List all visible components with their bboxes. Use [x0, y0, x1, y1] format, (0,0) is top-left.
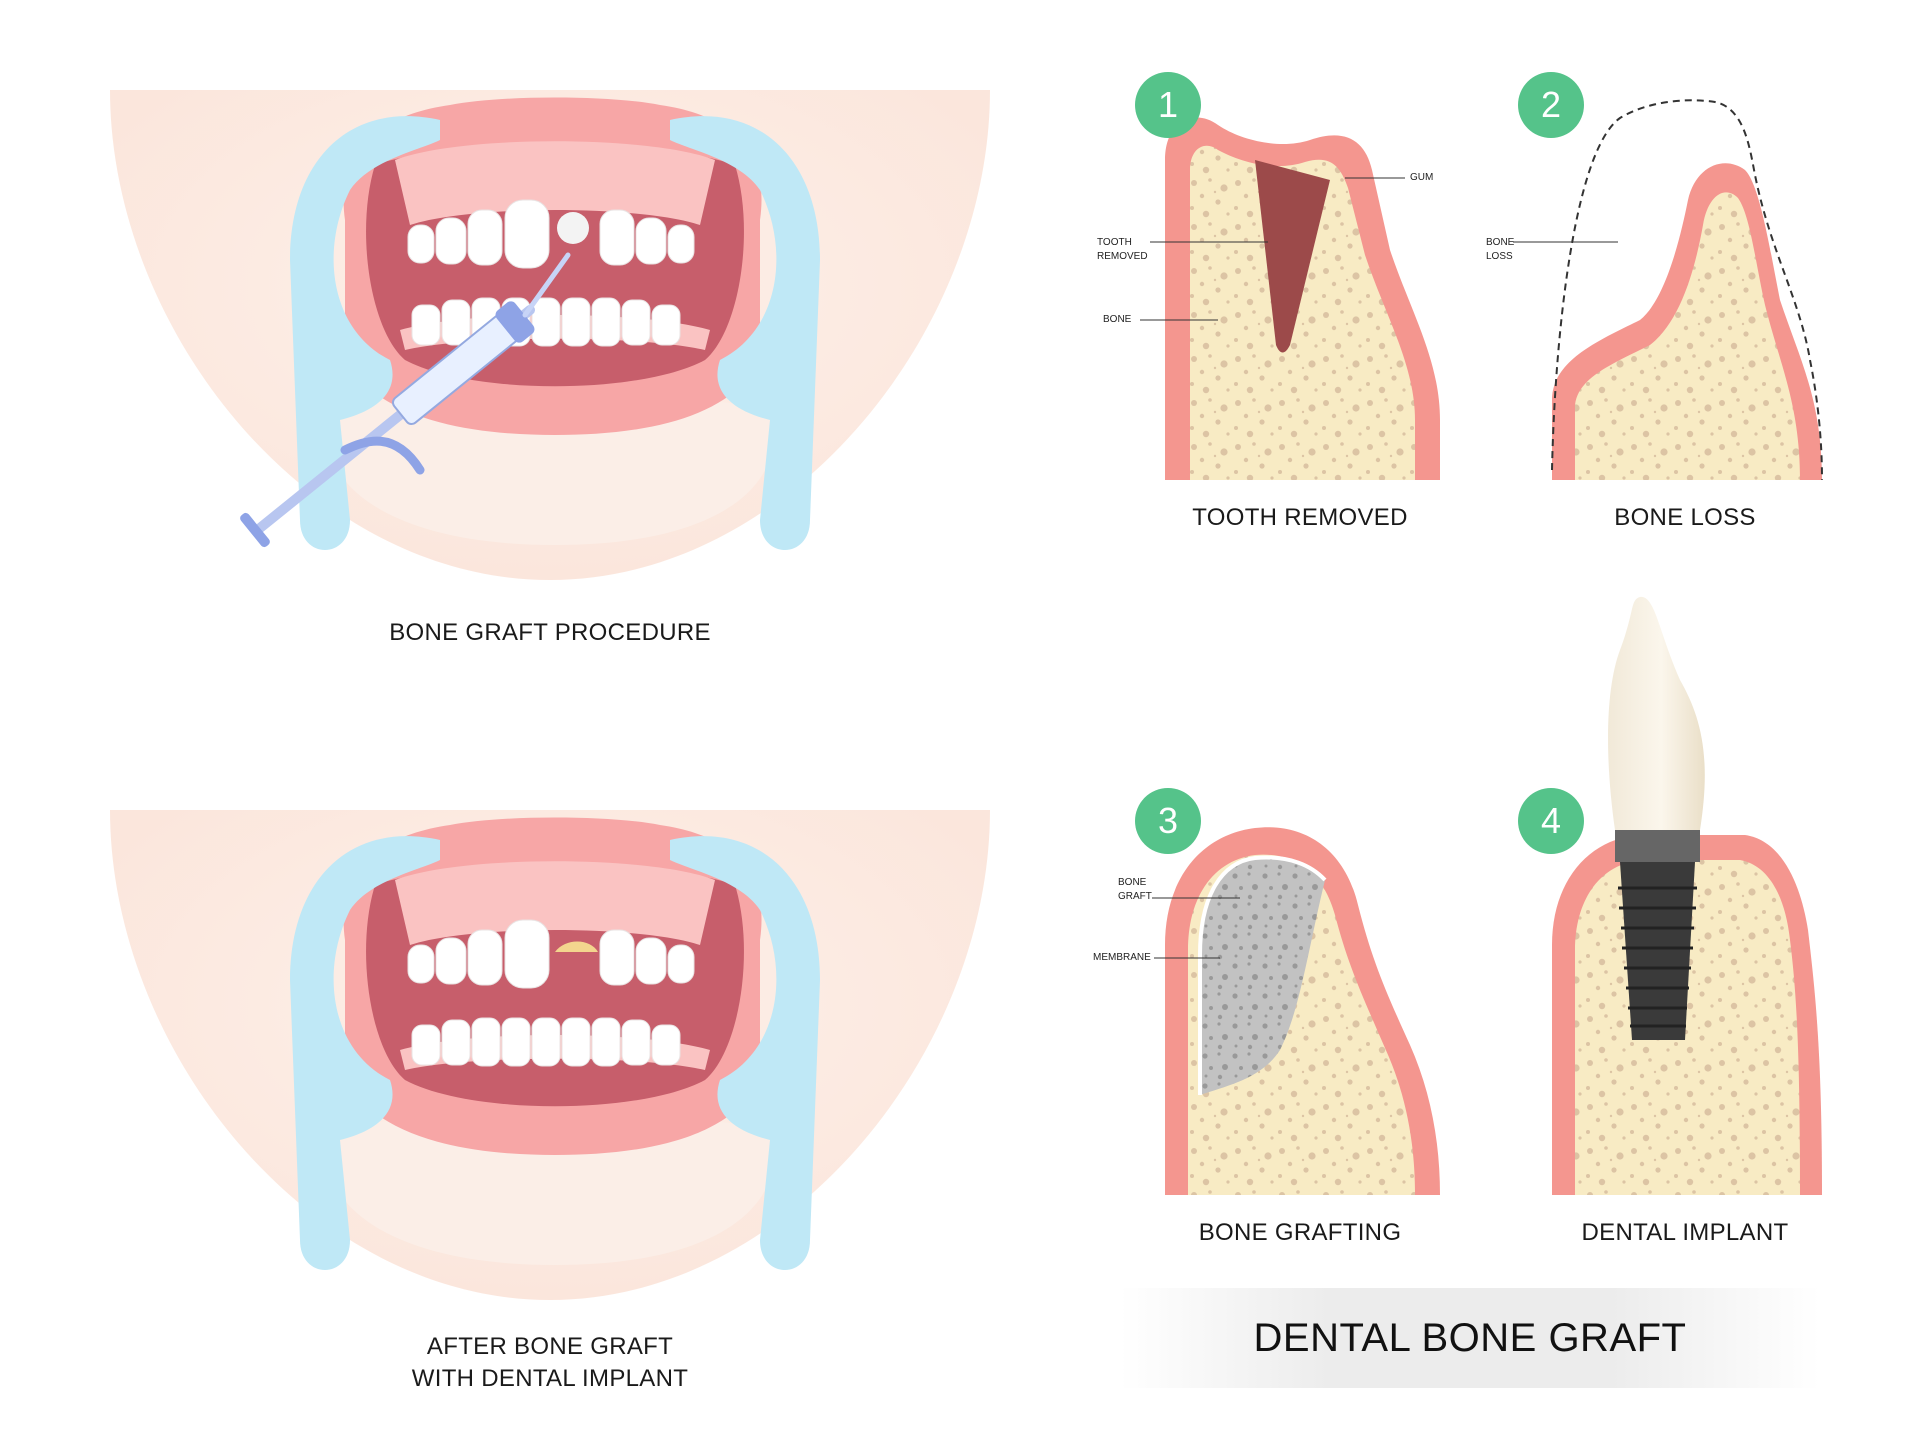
retractor-right	[670, 116, 820, 550]
graft-healed-site	[555, 941, 598, 952]
step2-badge: 2	[1518, 72, 1584, 138]
callout-lines-step3	[1152, 897, 1240, 959]
upper-teeth	[407, 919, 695, 989]
membrane	[1198, 855, 1327, 1095]
caption-bone-grafting: BONE GRAFTING	[1198, 1219, 1402, 1246]
label-bone-loss: BONE LOSS	[1486, 237, 1515, 262]
lower-teeth	[411, 1017, 681, 1067]
mouth-after-illustration	[110, 810, 990, 1300]
caption-after-bone-graft: AFTER BONE GRAFT WITH DENTAL IMPLANT	[411, 1333, 689, 1392]
step4-badge: 4	[1518, 788, 1584, 854]
empty-socket	[1255, 160, 1330, 353]
lower-lip	[326, 395, 775, 545]
title-background-band	[1120, 1288, 1820, 1388]
mouth-procedure-illustration	[110, 90, 990, 580]
retractor-left	[290, 836, 440, 1270]
callout-lines-step1	[1140, 177, 1405, 321]
bone-layer	[1190, 145, 1415, 481]
step3-badge: 3	[1135, 788, 1201, 854]
bone-graft-powder	[557, 212, 589, 244]
caption-bone-graft-procedure: BONE GRAFT PROCEDURE	[389, 619, 711, 646]
lower-lip	[326, 1115, 775, 1265]
caption-bone-loss: BONE LOSS	[1614, 504, 1756, 531]
implant-abutment	[1615, 830, 1700, 862]
retractor-left	[290, 116, 440, 550]
step2-cross-section	[1551, 99, 1823, 481]
caption-dental-implant: DENTAL IMPLANT	[1581, 1219, 1789, 1246]
implant-crown	[1608, 596, 1705, 830]
label-gum: GUM	[1410, 172, 1434, 183]
step3-cross-section	[1165, 827, 1440, 1195]
syringe	[240, 252, 571, 548]
implant-threads	[1618, 886, 1697, 1028]
upper-teeth	[407, 199, 695, 269]
label-bone: BONE	[1103, 314, 1132, 325]
step1-badge: 1	[1135, 72, 1201, 138]
main-title: DENTAL BONE GRAFT	[1253, 1316, 1687, 1360]
lower-teeth	[411, 297, 681, 347]
bone-graft-material	[1200, 857, 1325, 1095]
label-bone-graft: BONE GRAFT	[1118, 877, 1152, 902]
step1-cross-section	[1165, 117, 1440, 481]
step4-cross-section	[1552, 596, 1822, 1195]
upper-gum	[395, 861, 715, 945]
label-tooth-removed: TOOTH REMOVED	[1097, 237, 1148, 262]
label-membrane: MEMBRANE	[1093, 952, 1151, 963]
caption-tooth-removed: TOOTH REMOVED	[1192, 504, 1408, 531]
retractor-right	[670, 836, 820, 1270]
bone-layer	[1575, 192, 1800, 480]
upper-gum	[395, 141, 715, 225]
